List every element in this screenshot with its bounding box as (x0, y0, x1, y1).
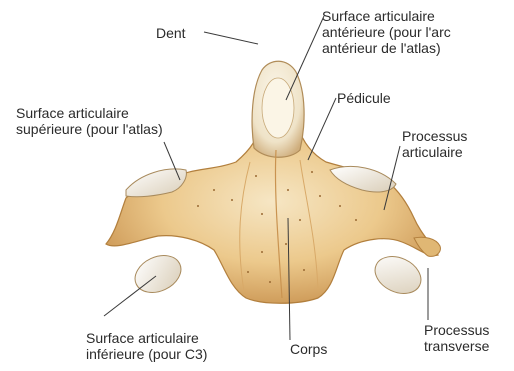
label-pedicule: Pédicule (337, 90, 391, 106)
label-surface-articulaire-inferieure: Surface articulaire inférieure (pour C3) (86, 330, 207, 362)
inferior-articular-surface-right (369, 249, 427, 300)
label-surface-articulaire-anterieure: Surface articulaire antérieure (pour l'a… (322, 8, 451, 56)
label-corps: Corps (290, 341, 327, 357)
inferior-articular-surface-left (129, 248, 187, 299)
label-surface-articulaire-superieure: Surface articulaire supérieure (pour l'a… (16, 105, 163, 137)
anterior-articular-facet (262, 78, 294, 138)
label-processus-transverse: Processus transverse (424, 322, 489, 354)
label-dent: Dent (156, 25, 186, 41)
label-processus-articulaire: Processus articulaire (402, 128, 467, 160)
